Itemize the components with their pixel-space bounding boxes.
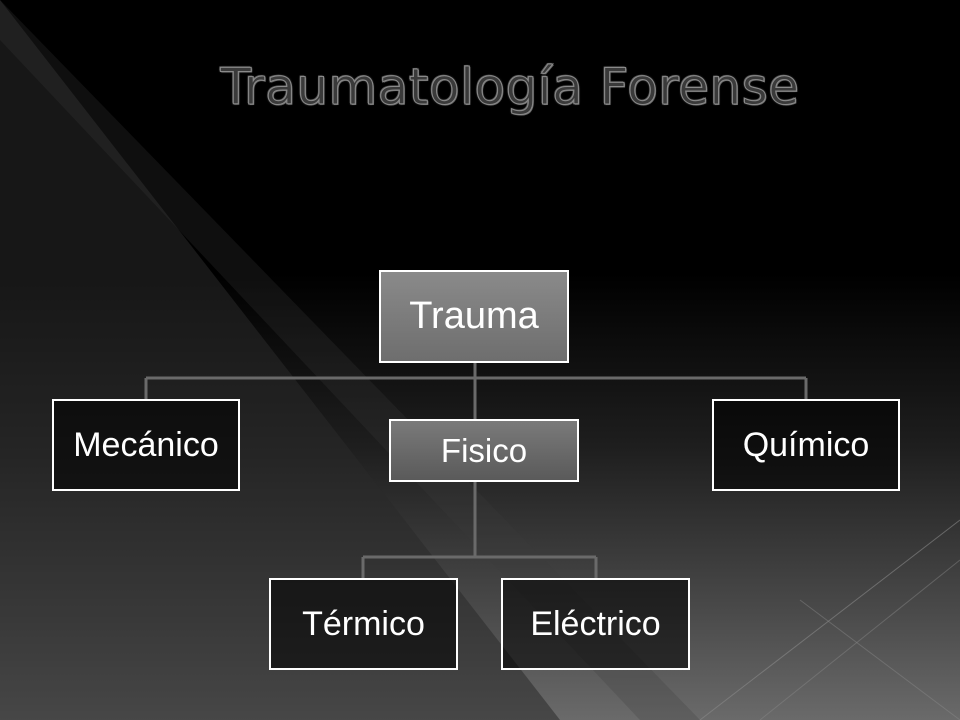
node-quimico: Químico [712, 399, 900, 491]
node-electrico: Eléctrico [501, 578, 690, 670]
node-mecanico: Mecánico [52, 399, 240, 491]
node-termico: Térmico [269, 578, 458, 670]
node-fisico: Fisico [389, 419, 579, 482]
node-trauma: Trauma [379, 270, 569, 363]
slide-title: Traumatología Forense [220, 58, 800, 117]
